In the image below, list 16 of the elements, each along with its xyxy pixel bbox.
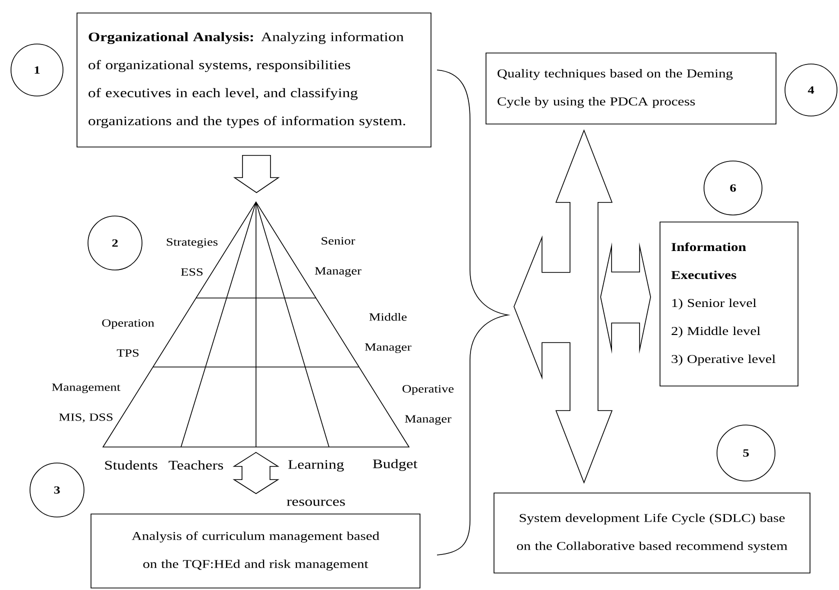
block-arrow (233, 155, 280, 194)
label: Senior Manager (314, 237, 362, 277)
label: Operation TPS (102, 319, 154, 357)
text-box: System development Life Cycle (SDLC) base on the Collaborative based recommend system (494, 492, 810, 574)
text-box: Information Executives 1) Senior level 2) Middle level 3) Operative level (660, 222, 798, 386)
text-box: Analysis of curriculum management based on the TQF:HEd and risk management (90, 514, 420, 588)
label: Middle Manager (364, 313, 412, 353)
label: Strategies ESS (166, 238, 218, 276)
label: Learning resources (286, 460, 345, 506)
text-box: Organizational Analysis: Analyzing information of organizational systems, responsibilities of executives in each level, and classifying organizations and the types of information system. (76, 12, 432, 148)
label: Operative Manager (402, 385, 454, 425)
label: Teachers (168, 460, 224, 470)
block-arrow (600, 242, 652, 354)
text-box: Quality techniques based on the Deming Cycle by using the PDCA process (486, 52, 776, 124)
label: Management MIS, DSS (52, 384, 120, 422)
label: Students (105, 460, 158, 470)
